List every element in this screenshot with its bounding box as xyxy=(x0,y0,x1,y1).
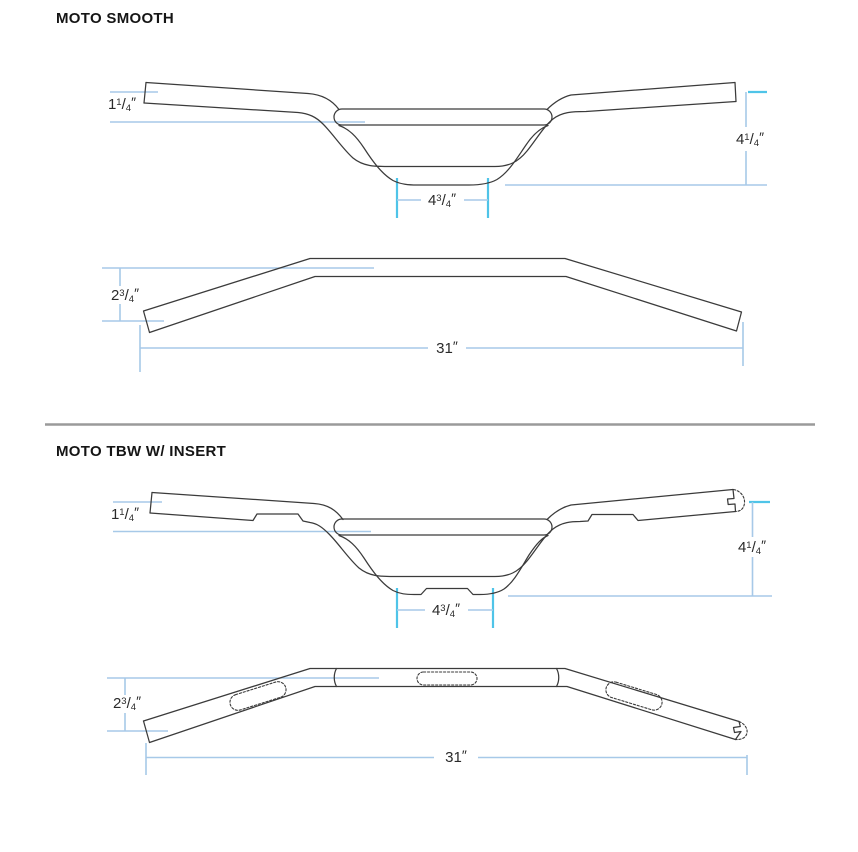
knurl-joint-line-left xyxy=(333,667,338,688)
knurl-joint-line-right xyxy=(555,667,560,688)
section-title-moto-tbw: MOTO TBW W/ INSERT xyxy=(56,443,227,460)
clamp-dimension-ticks xyxy=(395,588,495,628)
insert-slot-center xyxy=(416,671,478,686)
left-bar-end-cap xyxy=(143,81,147,104)
dim-label-sweep-smooth: 23/4″ xyxy=(110,284,140,305)
insert-slot-left xyxy=(229,681,287,711)
clamp-dimension-ticks xyxy=(395,178,490,218)
right-grip-top-edge xyxy=(546,81,736,111)
dim-label-height-tbw: 41/4″ xyxy=(737,536,767,557)
section-title-moto-smooth: MOTO SMOOTH xyxy=(56,10,175,27)
clamp-section-outline xyxy=(338,124,549,186)
left-grip-top-edge xyxy=(145,81,340,111)
bar-plan-top-edge xyxy=(142,667,740,723)
bar-plan-outline xyxy=(142,257,743,334)
bar-lower-contour xyxy=(143,100,737,168)
dim-label-height-smooth: 41/4″ xyxy=(735,128,765,149)
left-grip-top-edge xyxy=(151,491,344,521)
moto-tbw-top-view xyxy=(107,667,748,775)
dim-label-width-smooth: 31″ xyxy=(436,337,458,357)
insert-slot-right xyxy=(605,681,663,711)
dim-label-sweep-tbw: 23/4″ xyxy=(112,692,142,713)
moto-tbw-front-view xyxy=(113,488,772,628)
right-bar-end-notch xyxy=(732,720,742,741)
right-grip-top-edge xyxy=(546,488,734,521)
dim-label-rise-tbw: 11/4″ xyxy=(110,503,140,524)
clamp-section-outline-with-boss xyxy=(338,534,549,596)
bar-plan-bottom-edge xyxy=(142,685,737,744)
right-bar-end-insert-dashed xyxy=(734,720,748,741)
moto-smooth-top-view xyxy=(102,257,744,372)
right-bar-end-cap xyxy=(734,81,737,103)
right-bar-end-insert-dashed xyxy=(732,488,746,513)
crossbar xyxy=(333,518,553,536)
right-bar-end-notch xyxy=(726,488,737,513)
dim-label-clamp-tbw: 43/4″ xyxy=(431,599,461,620)
dim-label-width-tbw: 31″ xyxy=(445,746,467,766)
dim-label-rise-smooth: 11/4″ xyxy=(107,93,137,114)
moto-smooth-front-view xyxy=(110,81,767,218)
crossbar xyxy=(333,108,553,126)
bar-lower-contour-with-tbw-steps xyxy=(149,510,737,578)
left-bar-end-cap xyxy=(149,491,153,514)
dim-label-clamp-smooth: 43/4″ xyxy=(427,189,457,210)
